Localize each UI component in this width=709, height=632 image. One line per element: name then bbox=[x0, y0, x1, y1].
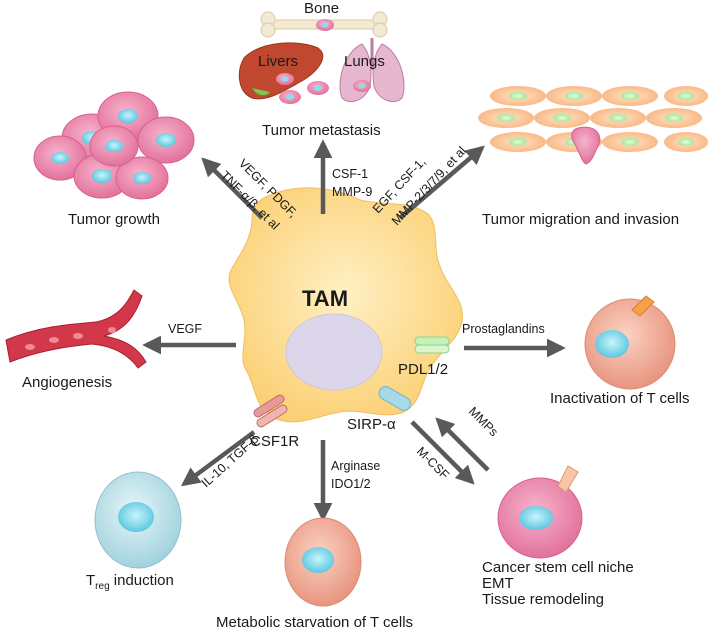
outcome-stem-1: Cancer stem cell niche bbox=[482, 559, 634, 576]
outcome-angiogenesis: Angiogenesis bbox=[22, 374, 112, 391]
livers-label: Livers bbox=[258, 53, 298, 70]
mediator-angiogenesis: VEGF bbox=[168, 322, 202, 336]
circulating-tumor-cells bbox=[279, 81, 329, 104]
outcome-inactivation: Inactivation of T cells bbox=[550, 390, 690, 407]
treg-t: T bbox=[86, 572, 95, 589]
mediator-mcsf: M-CSF bbox=[414, 444, 452, 482]
mediator-starvation-1: Arginase bbox=[331, 459, 380, 473]
mediator-metastasis-1: CSF-1 bbox=[332, 167, 368, 181]
pdl-receptor bbox=[414, 336, 450, 354]
mediator-inactivation: Prostaglandins bbox=[462, 322, 545, 336]
tam-label: TAM bbox=[302, 286, 348, 311]
arrow-growth bbox=[201, 157, 264, 220]
treg-sub: reg bbox=[95, 581, 109, 592]
mediator-metastasis-2: MMP-9 bbox=[332, 185, 372, 199]
tam-cell: TAM bbox=[228, 187, 463, 423]
blood-vessel bbox=[5, 289, 147, 369]
inactive-t-cell bbox=[584, 295, 676, 390]
tam-nucleus bbox=[285, 313, 383, 391]
epithelial-sheet bbox=[478, 86, 708, 165]
csf1r-label: CSF1R bbox=[250, 433, 299, 450]
outcome-stem-3: Tissue remodeling bbox=[482, 591, 604, 608]
mediator-starvation-2: IDO1/2 bbox=[331, 477, 371, 491]
mediator-mmps: MMPs bbox=[466, 404, 501, 439]
treg-rest: induction bbox=[110, 572, 174, 589]
tumor-growth-cluster bbox=[33, 91, 195, 200]
outcome-stem-2: EMT bbox=[482, 575, 514, 592]
outcome-treg: Treg induction bbox=[86, 572, 174, 592]
csf1r-receptor bbox=[253, 394, 288, 428]
bone-illustration bbox=[260, 11, 388, 38]
sirp-receptor bbox=[378, 386, 412, 411]
lungs-label: Lungs bbox=[344, 53, 385, 70]
outcome-starvation: Metabolic starvation of T cells bbox=[216, 614, 413, 631]
arrow-mmps bbox=[435, 417, 490, 472]
outcome-metastasis: Tumor metastasis bbox=[262, 122, 381, 139]
lungs-illustration bbox=[339, 38, 405, 102]
sirp-label: SIRP-α bbox=[347, 416, 396, 433]
outcome-growth: Tumor growth bbox=[68, 211, 160, 228]
invading-cell bbox=[571, 126, 601, 165]
outcome-migration: Tumor migration and invasion bbox=[482, 211, 679, 228]
pdl-label: PDL1/2 bbox=[398, 361, 448, 378]
arrow-treg bbox=[180, 430, 256, 487]
treg-cell bbox=[94, 471, 182, 569]
bone-label: Bone bbox=[304, 0, 339, 17]
arrow-migration bbox=[398, 145, 485, 220]
tam-body bbox=[228, 187, 463, 423]
liver-illustration bbox=[238, 42, 324, 100]
cancer-stem-cell bbox=[497, 465, 583, 559]
arrow-mcsf bbox=[410, 420, 475, 485]
mediator-treg: IL-10, TGF-β bbox=[199, 432, 262, 490]
starved-t-cell bbox=[284, 517, 362, 607]
